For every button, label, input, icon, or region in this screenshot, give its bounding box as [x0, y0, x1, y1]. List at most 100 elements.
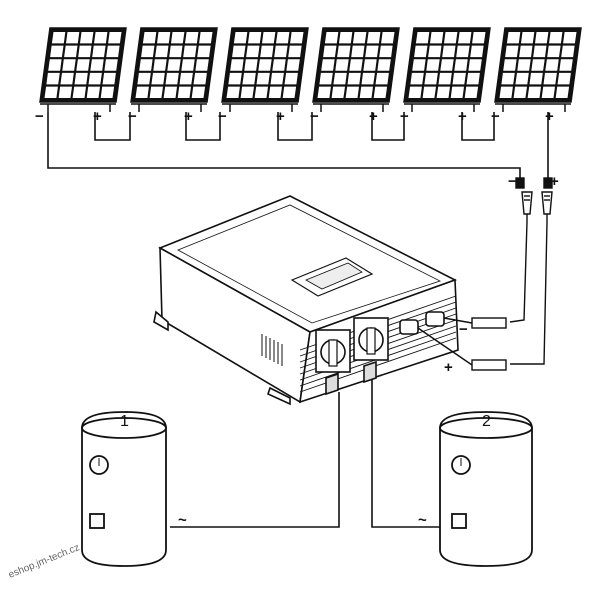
- series-link-3-4: [277, 112, 313, 141]
- ac-wire-tank-2: [371, 380, 440, 528]
- panel-6-plus-label: +: [545, 108, 554, 125]
- solar-cell: [408, 86, 422, 98]
- solar-cell: [230, 59, 244, 71]
- series-link-4-5: [371, 112, 405, 141]
- solar-cell: [466, 72, 480, 85]
- solar-cell: [80, 32, 94, 44]
- panel-1-plus-label: +: [93, 108, 102, 125]
- solar-cell: [92, 45, 106, 58]
- solar-cell: [375, 72, 389, 85]
- solar-cell: [195, 59, 209, 71]
- solar-panel-2: [130, 27, 218, 112]
- solar-cell: [323, 45, 337, 58]
- solar-panel-3: [221, 27, 309, 112]
- solar-cell: [193, 72, 207, 85]
- solar-cell: [410, 72, 424, 85]
- dc-wiring: [47, 112, 549, 178]
- solar-cell: [151, 72, 165, 85]
- solar-cell: [541, 86, 555, 98]
- tank-1-number: 1: [120, 413, 129, 430]
- solar-cell: [377, 59, 391, 71]
- solar-cell: [244, 59, 258, 71]
- solar-cell: [422, 86, 436, 98]
- solar-cell: [254, 86, 268, 98]
- panel-4-plus-label: +: [369, 108, 378, 125]
- solar-cell: [349, 59, 363, 71]
- solar-cell: [456, 45, 470, 58]
- tank-1-ac-label: ~: [178, 512, 187, 529]
- solar-panel-1: [39, 27, 127, 112]
- solar-cell: [365, 45, 379, 58]
- solar-cell: [104, 59, 118, 71]
- solar-cell: [137, 72, 151, 85]
- solar-cell: [363, 59, 377, 71]
- solar-cell: [545, 59, 559, 71]
- solar-cell: [102, 72, 116, 85]
- solar-cell: [272, 59, 286, 71]
- solar-cell: [347, 72, 361, 85]
- panel-1-minus-label: −: [35, 108, 44, 125]
- solar-cell: [424, 72, 438, 85]
- solar-cell: [169, 45, 183, 58]
- solar-cell: [78, 45, 92, 58]
- solar-cell: [179, 72, 193, 85]
- solar-cell: [74, 72, 88, 85]
- solar-cell: [256, 72, 270, 85]
- water-tank-2: [439, 411, 533, 567]
- series-link-5-6: [461, 112, 495, 141]
- tank-2-number: 2: [482, 413, 491, 430]
- solar-cell: [426, 59, 440, 71]
- series-link-1-2: [94, 112, 131, 141]
- inverter-dc-plus-label: +: [444, 359, 453, 376]
- solar-cell: [430, 32, 444, 44]
- solar-cell: [442, 45, 456, 58]
- solar-cell: [135, 86, 149, 98]
- tank-2-switch-icon: [451, 513, 467, 529]
- solar-cell: [428, 45, 442, 58]
- dc-cables: [417, 317, 507, 371]
- solar-cell: [412, 59, 426, 71]
- solar-cell: [242, 72, 256, 85]
- solar-cell: [324, 32, 339, 44]
- solar-cell: [367, 32, 381, 44]
- solar-cell: [549, 32, 563, 44]
- solar-cell: [470, 45, 484, 58]
- solar-cell: [359, 86, 373, 98]
- solar-cell: [339, 32, 353, 44]
- solar-cell: [94, 32, 108, 44]
- solar-cell: [51, 32, 66, 44]
- solar-cell: [335, 59, 349, 71]
- solar-cell: [232, 45, 246, 58]
- panel-polarity-labels: − + − + − + − + − + − +: [35, 108, 554, 125]
- solar-cell: [379, 45, 393, 58]
- solar-cell: [183, 45, 197, 58]
- solar-cell: [561, 45, 575, 58]
- solar-cell: [543, 72, 557, 85]
- tank-2-ac-label: ~: [418, 512, 427, 529]
- solar-cell: [185, 32, 199, 44]
- solar-cell: [519, 45, 533, 58]
- solar-cell: [527, 86, 541, 98]
- solar-cell: [533, 45, 547, 58]
- solar-cell: [452, 72, 466, 85]
- watermark: eshop.jm-tech.cz: [7, 542, 81, 581]
- solar-cell: [100, 86, 115, 98]
- mc4-connector-top: − +: [508, 173, 559, 365]
- solar-cell: [88, 72, 102, 85]
- solar-cell: [414, 45, 428, 58]
- solar-cell: [505, 45, 519, 58]
- solar-cell: [373, 86, 388, 98]
- solar-panel-array: [39, 27, 582, 112]
- solar-cell: [472, 32, 486, 44]
- solar-cell: [86, 86, 100, 98]
- solar-cell: [155, 45, 169, 58]
- panel-2-plus-label: +: [184, 108, 193, 125]
- solar-cell: [506, 32, 521, 44]
- panel-6-minus-label: −: [491, 108, 500, 125]
- solar-cell: [240, 86, 254, 98]
- inverter-side-vents: [261, 334, 283, 366]
- solar-cell: [381, 32, 395, 44]
- solar-cell: [274, 45, 288, 58]
- solar-cell: [559, 59, 573, 71]
